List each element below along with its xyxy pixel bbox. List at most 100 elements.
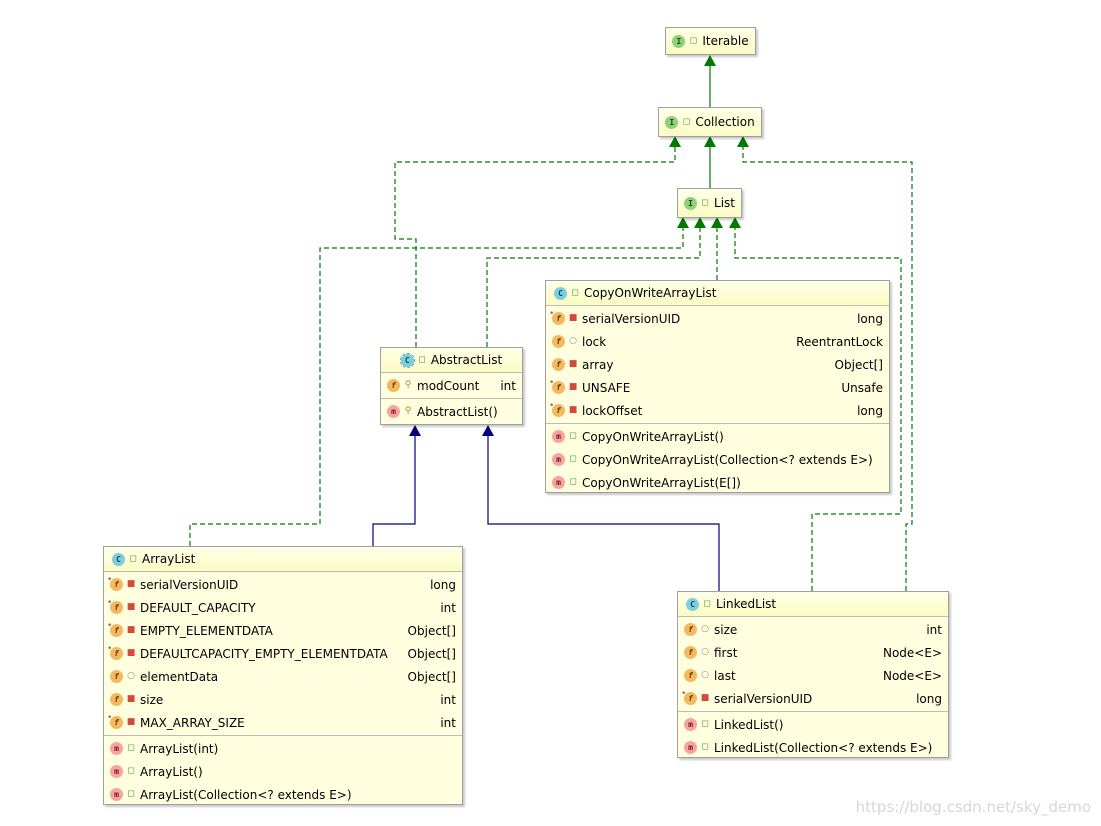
node-copyonwritearraylist[interactable]: C ◻ CopyOnWriteArrayList f• ■ serialVers…: [545, 280, 890, 493]
edge-linkedlist-collection: [737, 136, 913, 591]
field-row[interactable]: f• ■ MAX_ARRAY_SIZE int: [104, 711, 462, 734]
method-row[interactable]: m ◻ CopyOnWriteArrayList(Collection<? ex…: [546, 448, 889, 471]
node-list[interactable]: I ◻ List: [677, 188, 742, 218]
edge-abstractlist-list: [486, 217, 706, 347]
field-row[interactable]: f ■ size int: [104, 688, 462, 711]
field-row[interactable]: f ○ first Node<E>: [678, 641, 948, 664]
field-row[interactable]: f ■ array Object[]: [546, 353, 889, 376]
node-title: CopyOnWriteArrayList: [584, 286, 717, 300]
interface-icon: I: [672, 34, 686, 48]
static-field-icon: f•: [107, 644, 123, 660]
node-title: LinkedList: [716, 597, 777, 611]
field-row[interactable]: f• ■ DEFAULTCAPACITY_EMPTY_ELEMENTDATA O…: [104, 642, 462, 665]
field-row[interactable]: f• ■ serialVersionUID long: [104, 573, 462, 596]
method-name: ArrayList(): [140, 764, 203, 779]
static-field-icon: f•: [107, 713, 123, 729]
package-visibility-icon: ○: [701, 624, 709, 634]
field-row[interactable]: f• ■ serialVersionUID long: [546, 307, 889, 330]
field-name: MAX_ARRAY_SIZE: [140, 715, 245, 730]
method-row[interactable]: m ◻ CopyOnWriteArrayList(): [546, 425, 889, 448]
method-name: ArrayList(int): [140, 741, 219, 756]
field-type: long: [430, 577, 456, 592]
methods-section: m ◻ CopyOnWriteArrayList() m ◻ CopyOnWri…: [546, 423, 889, 495]
node-arraylist[interactable]: C ◻ ArrayList f• ■ serialVersionUID long…: [103, 546, 463, 805]
method-row[interactable]: m ◻ CopyOnWriteArrayList(E[]): [546, 471, 889, 494]
node-title: Iterable: [702, 34, 749, 48]
node-collection[interactable]: I ◻ Collection: [658, 107, 762, 137]
public-visibility-icon: ◻: [127, 766, 135, 776]
method-icon: m: [552, 430, 565, 443]
field-type: Node<E>: [882, 645, 942, 660]
field-name: serialVersionUID: [140, 577, 239, 592]
field-type: ReentrantLock: [796, 334, 883, 349]
field-row[interactable]: f• ■ DEFAULT_CAPACITY int: [104, 596, 462, 619]
field-row[interactable]: f• ■ serialVersionUID long: [678, 687, 948, 710]
field-icon: f: [110, 670, 123, 683]
method-row[interactable]: m ◻ LinkedList(Collection<? extends E>): [678, 736, 948, 759]
public-visibility-icon: ◻: [127, 789, 135, 799]
field-type: long: [916, 691, 942, 706]
public-visibility-icon: ◻: [571, 287, 579, 298]
private-lock-icon: ■: [126, 648, 136, 658]
method-name: LinkedList(): [714, 717, 784, 732]
field-type: int: [500, 378, 516, 393]
method-row[interactable]: m ◻ LinkedList(): [678, 713, 948, 736]
private-lock-icon: ■: [568, 382, 578, 392]
node-title: AbstractList: [430, 353, 503, 367]
class-icon: C: [686, 597, 699, 611]
public-visibility-icon: ◻: [418, 354, 426, 365]
static-field-icon: f•: [681, 689, 697, 705]
interface-icon: I: [684, 196, 698, 210]
field-row[interactable]: f ○ elementData Object[]: [104, 665, 462, 688]
method-icon: m: [110, 788, 123, 801]
field-name: last: [714, 668, 736, 683]
methods-section: m ◻ LinkedList() m ◻ LinkedList(Collecti…: [678, 711, 948, 760]
field-row[interactable]: f ⚲ modCount int: [381, 374, 522, 397]
private-lock-icon: ■: [700, 693, 710, 703]
field-type: long: [857, 403, 883, 418]
fields-section: f• ■ serialVersionUID long f• ■ DEFAULT_…: [104, 571, 462, 735]
public-visibility-icon: ◻: [129, 553, 137, 564]
private-lock-icon: ■: [568, 359, 578, 369]
field-row[interactable]: f• ■ lockOffset long: [546, 399, 889, 422]
node-header: I ◻ Iterable: [666, 28, 755, 54]
field-type: Node<E>: [882, 668, 942, 683]
methods-section: m ⚲ AbstractList(): [381, 398, 522, 424]
edge-arraylist-list: [189, 217, 689, 546]
method-row[interactable]: m ◻ ArrayList(): [104, 760, 462, 783]
field-row[interactable]: f• ■ EMPTY_ELEMENTDATA Object[]: [104, 619, 462, 642]
private-lock-icon: ■: [126, 625, 136, 635]
private-lock-icon: ■: [568, 405, 578, 415]
field-name: EMPTY_ELEMENTDATA: [140, 623, 273, 638]
method-row[interactable]: m ◻ ArrayList(int): [104, 737, 462, 760]
public-visibility-icon: ◻: [569, 454, 577, 464]
field-row[interactable]: f ○ last Node<E>: [678, 664, 948, 687]
package-visibility-icon: ○: [127, 671, 135, 681]
method-row[interactable]: m ⚲ AbstractList(): [381, 400, 522, 423]
fields-section: f ○ size int f ○ first Node<E> f ○ last …: [678, 616, 948, 711]
field-name: DEFAULT_CAPACITY: [140, 600, 256, 615]
private-lock-icon: ■: [568, 313, 578, 323]
field-icon: f: [552, 335, 565, 348]
node-iterable[interactable]: I ◻ Iterable: [665, 27, 756, 55]
node-abstractlist[interactable]: C ◻ AbstractList f ⚲ modCount int m ⚲ Ab…: [380, 347, 523, 425]
private-lock-icon: ■: [126, 602, 136, 612]
field-icon: f: [684, 669, 697, 682]
protected-visibility-icon: ⚲: [404, 406, 412, 416]
protected-visibility-icon: ⚲: [404, 380, 412, 390]
field-row[interactable]: f ○ size int: [678, 618, 948, 641]
method-icon: m: [552, 476, 565, 489]
field-row[interactable]: f ○ lock ReentrantLock: [546, 330, 889, 353]
field-name: elementData: [140, 669, 219, 684]
method-icon: m: [387, 405, 400, 418]
method-icon: m: [110, 765, 123, 778]
field-name: lockOffset: [582, 403, 643, 418]
field-type: int: [926, 622, 942, 637]
method-row[interactable]: m ◻ ArrayList(Collection<? extends E>): [104, 783, 462, 806]
static-field-icon: f•: [107, 598, 123, 614]
node-header: C ◻ LinkedList: [678, 592, 948, 616]
node-header: C ◻ AbstractList: [381, 348, 522, 372]
field-row[interactable]: f• ■ UNSAFE Unsafe: [546, 376, 889, 399]
node-linkedlist[interactable]: C ◻ LinkedList f ○ size int f ○ first No…: [677, 591, 949, 758]
